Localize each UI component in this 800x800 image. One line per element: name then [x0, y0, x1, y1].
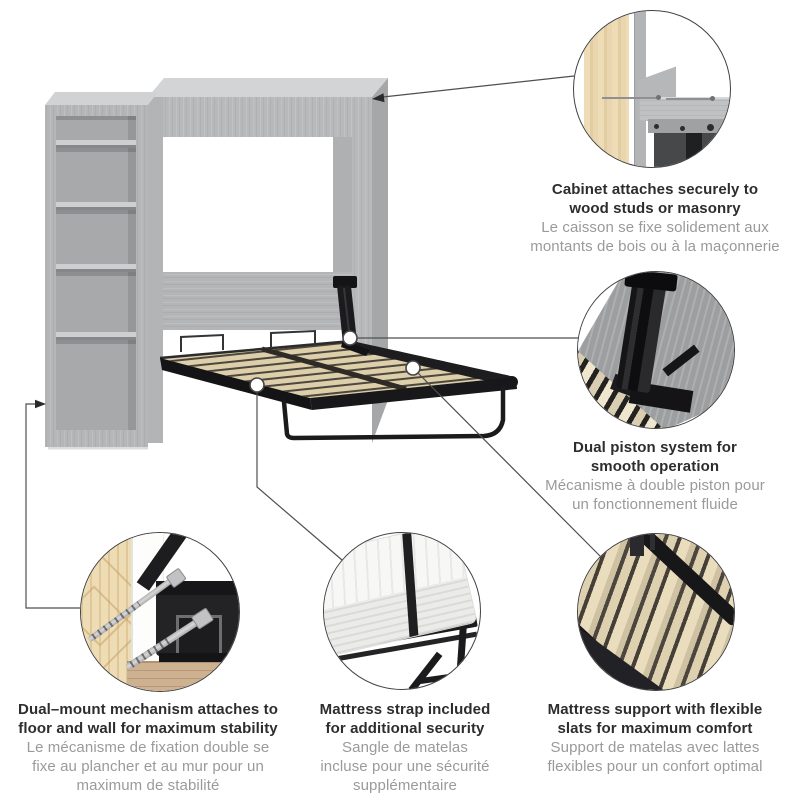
cabinet-top-panel [640, 97, 730, 121]
wood-stud [584, 11, 629, 167]
callout-circle-dual-mount [80, 532, 240, 692]
callout-circle-dual-piston [577, 271, 735, 429]
cabinet-top-panel-face [648, 119, 730, 133]
deck-front-apron [310, 377, 517, 410]
cabinet-left-stile [148, 97, 163, 443]
bookcase-top-face [45, 92, 158, 105]
callout-text-dual-piston: Dual piston system for smooth operation … [525, 438, 785, 514]
murphy-cabinet [140, 78, 388, 443]
leader-line-strap [256, 385, 343, 561]
bookcase [45, 92, 158, 450]
callout-title-fr: Le mécanisme de fixation double se fixe … [14, 738, 282, 795]
subtitle-line: fixe au plancher et au mur pour un [32, 758, 264, 775]
subtitle-line: Le caisson se fixe solidement aux [541, 219, 769, 236]
callout-title-fr: Le caisson se fixe solidement aux montan… [525, 218, 785, 256]
title-line: Cabinet attaches securely to [551, 181, 759, 198]
bed-deck [159, 329, 518, 441]
dot-slats [405, 360, 421, 376]
subtitle-line: flexibles pour un confort optimal [547, 758, 763, 775]
strap-bracket-right [270, 329, 316, 348]
bookcase-shelf-openings [56, 116, 136, 430]
subtitle-line: Support de matelas avec lattes [550, 739, 760, 756]
cabinet-right-inner [333, 137, 352, 272]
leader-dots [249, 330, 421, 393]
title-line: Mattress strap included [319, 701, 491, 718]
leg-handle-bar [281, 385, 506, 441]
piston-mount [333, 276, 357, 288]
screw-hole [680, 126, 685, 131]
subtitle-line: montants de bois ou à la maçonnerie [530, 238, 780, 255]
deck-right-apron [352, 341, 517, 388]
screw-head-icon [710, 96, 715, 101]
dot-piston [342, 330, 358, 346]
screw-hole [654, 124, 659, 129]
cam-lock [707, 124, 714, 131]
callout-text-mattress-strap: Mattress strap included for additional s… [285, 700, 525, 795]
title-line: slats for maximum comfort [557, 720, 753, 737]
bookcase-shelf-boards [56, 140, 136, 340]
callout-title-en: Mattress support with flexible slats for… [523, 700, 787, 738]
callout-title-en: Cabinet attaches securely to wood studs … [525, 180, 785, 218]
subtitle-line: maximum de stabilité [76, 777, 220, 794]
title-line: Mattress support with flexible [547, 701, 763, 718]
deck-corner [506, 376, 518, 388]
subtitle-line: Le mécanisme de fixation double se [26, 739, 270, 756]
floor-shadow [48, 447, 148, 450]
title-line: wood studs or masonry [569, 200, 741, 217]
callout-title-en: Dual piston system for smooth operation [525, 438, 785, 476]
arrow-mount [35, 399, 46, 409]
subtitle-line: un fonctionnement fluide [572, 496, 738, 513]
callout-text-flexible-slats: Mattress support with flexible slats for… [523, 700, 787, 776]
callout-title-fr: Mécanisme à double piston pour un foncti… [525, 476, 785, 514]
mounting-screw-left [602, 95, 661, 100]
screw-head-icon [656, 95, 661, 100]
cabinet-top-face [148, 78, 388, 97]
callout-circle-mattress-strap [323, 532, 481, 690]
callout-title-en: Dual–mount mechanism attaches to floor a… [14, 700, 282, 738]
title-line: smooth operation [590, 458, 720, 475]
cabinet-underside-shadow [686, 133, 702, 167]
mounting-screw-right [666, 96, 715, 101]
wood-floor [127, 661, 239, 691]
callout-circle-cabinet-attachment [573, 10, 731, 168]
leader-line-slats [412, 367, 601, 557]
piston-mechanism [333, 276, 370, 356]
leader-lines [25, 75, 601, 609]
callout-title-en: Mattress strap included for additional s… [285, 700, 525, 738]
frame-post [630, 534, 644, 556]
callout-title-fr: Support de matelas avec lattes flexibles… [523, 738, 787, 776]
callout-text-cabinet-attachment: Cabinet attaches securely to wood studs … [525, 180, 785, 256]
deck-left-apron [160, 358, 312, 410]
strap-bracket-left [180, 333, 224, 352]
title-line: Dual–mount mechanism attaches to [18, 701, 278, 718]
callout-circle-flexible-slats [577, 533, 735, 691]
frame-post [650, 534, 655, 550]
leader-line-cabinet [382, 75, 575, 98]
title-line: floor and wall for maximum stability [18, 720, 278, 737]
subtitle-line: Sangle de matelas [342, 739, 468, 756]
subtitle-line: incluse pour une sécurité [320, 758, 490, 775]
title-line: Dual piston system for [573, 439, 737, 456]
arrow-cabinet [372, 93, 385, 103]
leader-line-mount [25, 403, 80, 609]
bracket-foot [159, 653, 239, 662]
subtitle-line: supplémentaire [353, 777, 457, 794]
callout-title-fr: Sangle de matelas incluse pour une sécur… [285, 738, 525, 795]
title-line: for additional security [325, 720, 485, 737]
callout-text-dual-mount: Dual–mount mechanism attaches to floor a… [14, 700, 282, 795]
subtitle-line: Mécanisme à double piston pour [545, 477, 765, 494]
deck-head-edge [159, 339, 353, 360]
dot-strap [249, 377, 265, 393]
deck-center-rail [261, 346, 407, 392]
